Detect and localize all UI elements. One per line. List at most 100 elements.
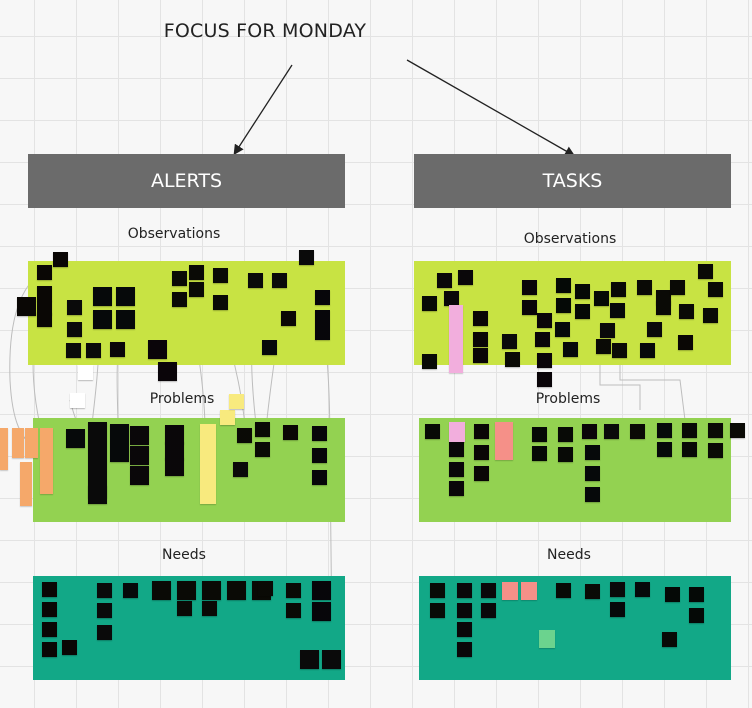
sticky-note[interactable]	[158, 362, 177, 381]
sticky-note[interactable]	[42, 622, 57, 637]
sticky-note[interactable]	[556, 278, 571, 293]
sticky-note[interactable]	[575, 304, 590, 319]
sticky-note[interactable]	[37, 300, 52, 315]
sticky-note[interactable]	[67, 322, 82, 337]
sticky-note[interactable]	[202, 601, 217, 616]
sticky-note[interactable]	[522, 280, 537, 295]
sticky-note[interactable]	[300, 650, 319, 669]
sticky-note[interactable]	[37, 265, 52, 280]
sticky-note[interactable]	[283, 425, 298, 440]
tasks-problems-label[interactable]: Problems	[535, 391, 601, 407]
sticky-note[interactable]	[172, 271, 187, 286]
tall-sticky-note[interactable]	[12, 428, 24, 458]
sticky-note[interactable]	[449, 481, 464, 496]
sticky-note[interactable]	[312, 470, 327, 485]
sticky-note[interactable]	[665, 587, 680, 602]
sticky-note[interactable]	[537, 353, 552, 368]
sticky-note[interactable]	[678, 335, 693, 350]
sticky-note[interactable]	[315, 325, 330, 340]
alerts-needs-label[interactable]: Needs	[162, 547, 206, 563]
sticky-note[interactable]	[457, 603, 472, 618]
sticky-note[interactable]	[130, 446, 149, 465]
sticky-note[interactable]	[248, 273, 263, 288]
tall-sticky-note[interactable]	[495, 422, 513, 460]
sticky-note[interactable]	[610, 602, 625, 617]
sticky-note[interactable]	[312, 602, 331, 621]
sticky-note[interactable]	[555, 322, 570, 337]
sticky-note[interactable]	[657, 423, 672, 438]
sticky-note[interactable]	[286, 583, 301, 598]
sticky-note[interactable]	[698, 264, 713, 279]
sticky-note[interactable]	[227, 581, 246, 600]
sticky-note[interactable]	[532, 446, 547, 461]
sticky-note[interactable]	[532, 427, 547, 442]
sticky-note[interactable]	[152, 581, 171, 600]
sticky-note[interactable]	[611, 282, 626, 297]
sticky-note[interactable]	[730, 423, 745, 438]
alerts-observations-label[interactable]: Observations	[127, 226, 221, 242]
sticky-note[interactable]	[42, 582, 57, 597]
sticky-note[interactable]	[425, 424, 440, 439]
sticky-note[interactable]	[189, 282, 204, 297]
sticky-note[interactable]	[474, 466, 489, 481]
tasks-observations-label[interactable]: Observations	[523, 231, 617, 247]
sticky-note[interactable]	[558, 427, 573, 442]
tall-sticky-note[interactable]	[539, 630, 555, 648]
sticky-note[interactable]	[315, 290, 330, 305]
sticky-note[interactable]	[86, 343, 101, 358]
sticky-note[interactable]	[312, 426, 327, 441]
tall-sticky-note[interactable]	[200, 424, 216, 504]
tall-sticky-note[interactable]	[521, 582, 537, 600]
sticky-note[interactable]	[110, 443, 129, 462]
sticky-note[interactable]	[505, 352, 520, 367]
alerts-header[interactable]: ALERTS	[28, 154, 345, 208]
sticky-note[interactable]	[537, 313, 552, 328]
tasks-needs-label[interactable]: Needs	[547, 547, 591, 563]
sticky-note[interactable]	[558, 447, 573, 462]
sticky-note[interactable]	[88, 460, 107, 479]
sticky-note[interactable]	[481, 603, 496, 618]
sticky-note[interactable]	[535, 332, 550, 347]
sticky-note[interactable]	[656, 300, 671, 315]
sticky-note[interactable]	[449, 442, 464, 457]
sticky-note[interactable]	[70, 393, 85, 408]
sticky-note[interactable]	[165, 457, 184, 476]
sticky-note[interactable]	[97, 625, 112, 640]
sticky-note[interactable]	[286, 603, 301, 618]
sticky-note[interactable]	[165, 425, 184, 444]
sticky-note[interactable]	[430, 603, 445, 618]
sticky-note[interactable]	[66, 343, 81, 358]
sticky-note[interactable]	[537, 372, 552, 387]
sticky-note[interactable]	[97, 583, 112, 598]
sticky-note[interactable]	[708, 423, 723, 438]
sticky-note[interactable]	[708, 282, 723, 297]
sticky-note[interactable]	[42, 602, 57, 617]
sticky-note[interactable]	[177, 581, 196, 600]
sticky-note[interactable]	[637, 280, 652, 295]
sticky-note[interactable]	[582, 424, 597, 439]
tall-sticky-note[interactable]	[40, 428, 53, 494]
sticky-note[interactable]	[585, 584, 600, 599]
sticky-note[interactable]	[474, 445, 489, 460]
sticky-note[interactable]	[67, 300, 82, 315]
sticky-note[interactable]	[255, 442, 270, 457]
sticky-note[interactable]	[148, 340, 167, 359]
sticky-note[interactable]	[88, 485, 107, 504]
sticky-note[interactable]	[272, 273, 287, 288]
sticky-note[interactable]	[458, 270, 473, 285]
sticky-note[interactable]	[444, 291, 459, 306]
sticky-note[interactable]	[679, 304, 694, 319]
sticky-note[interactable]	[172, 292, 187, 307]
sticky-note[interactable]	[93, 310, 112, 329]
sticky-note[interactable]	[481, 583, 496, 598]
tall-sticky-note[interactable]	[20, 462, 32, 506]
sticky-note[interactable]	[213, 295, 228, 310]
sticky-note[interactable]	[610, 303, 625, 318]
sticky-note[interactable]	[97, 603, 112, 618]
sticky-note[interactable]	[165, 441, 184, 460]
board-title[interactable]: FOCUS FOR MONDAY	[163, 20, 367, 42]
sticky-note[interactable]	[130, 426, 149, 445]
tasks-problems-frame[interactable]	[419, 418, 731, 522]
sticky-note[interactable]	[596, 339, 611, 354]
